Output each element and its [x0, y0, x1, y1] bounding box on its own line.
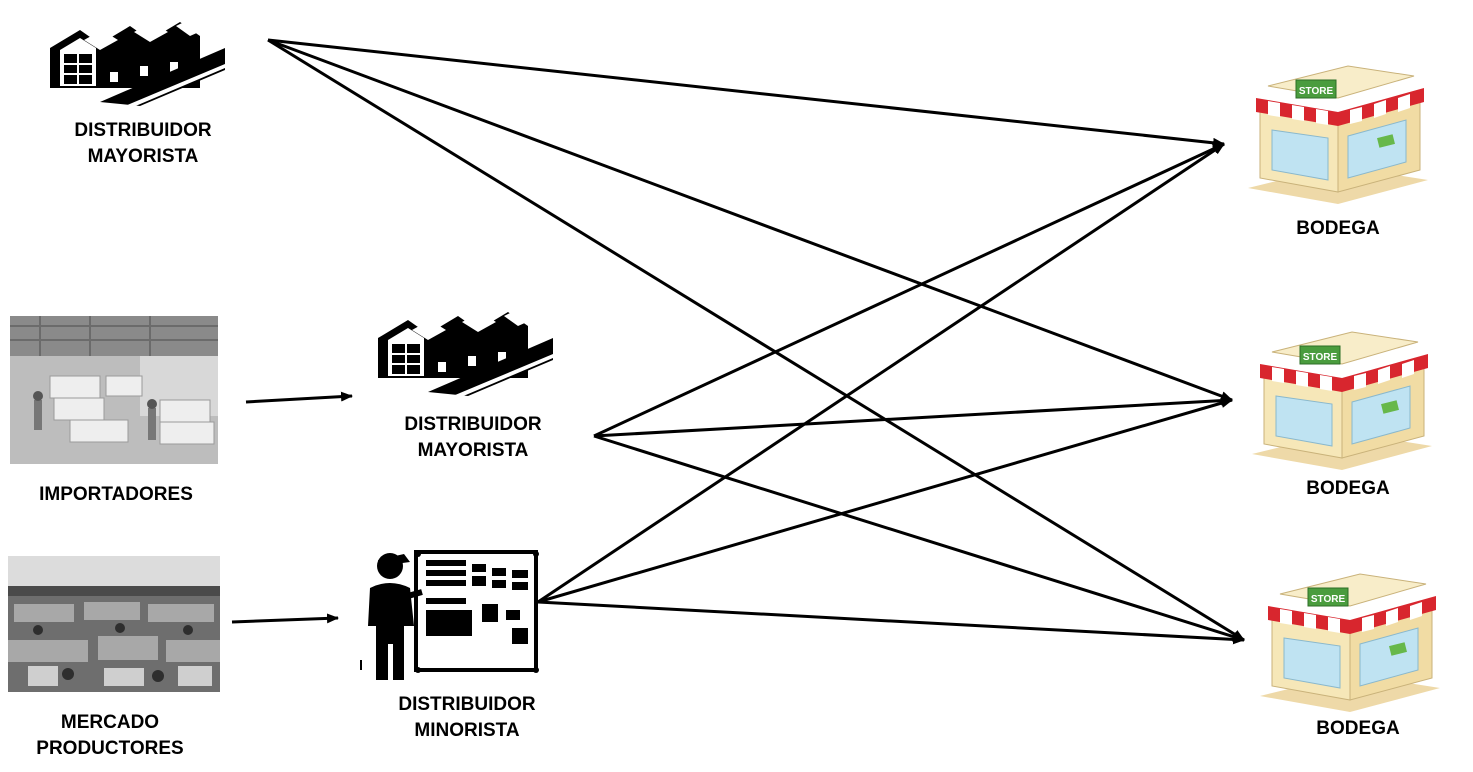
arrow-retailer-to-store-1	[537, 142, 1225, 604]
arrow-retailer-to-store-3	[537, 600, 1245, 645]
arrow-wholesaler-top-to-store-3	[267, 38, 1245, 642]
store-sign: STORE	[1311, 594, 1346, 605]
wholesaler-top-line1: DISTRIBUIDOR	[74, 120, 212, 141]
arrow-wholesaler-top-to-store-2	[267, 38, 1233, 402]
store-1-text: BODEGA	[1296, 218, 1380, 239]
store-sign: STORE	[1303, 352, 1338, 363]
producers-market-line2: PRODUCTORES	[36, 737, 184, 759]
store-3-label: BODEGA	[1298, 716, 1418, 742]
arrow-wholesaler-mid-to-store-1	[593, 142, 1225, 438]
wholesaler-top-line2: MAYORISTA	[87, 145, 199, 167]
arrow-wholesaler-mid-to-store-2	[593, 395, 1233, 438]
store-2-label: BODEGA	[1288, 476, 1408, 502]
market-photo	[8, 556, 220, 692]
producers-market-label: MERCADO PRODUCTORES	[10, 710, 210, 761]
store-3-text: BODEGA	[1316, 718, 1400, 739]
producers-market-line1: MERCADO	[60, 712, 160, 733]
retail-distributor-icon	[360, 550, 539, 680]
wholesaler-mid-label: DISTRIBUIDOR MAYORISTA	[388, 412, 558, 463]
retailer-label: DISTRIBUIDOR MINORISTA	[382, 692, 552, 743]
store-1-label: BODEGA	[1278, 216, 1398, 242]
store-icon: STORE	[1260, 573, 1440, 712]
arrow-importers-to-wholesaler-mid	[245, 391, 353, 404]
warehouse-icon	[50, 18, 225, 110]
arrow-retailer-to-store-2	[537, 398, 1233, 604]
warehouse-workers-photo	[10, 316, 218, 464]
wholesaler-mid-line2: MAYORISTA	[417, 439, 529, 461]
importers-text: IMPORTADORES	[39, 484, 193, 505]
retailer-line2: MINORISTA	[414, 719, 520, 741]
arrow-wholesaler-top-to-store-1	[267, 38, 1225, 148]
wholesaler-top-label: DISTRIBUIDOR MAYORISTA	[58, 118, 228, 169]
arrow-producers-market-to-retailer	[231, 613, 339, 624]
importers-label: IMPORTADORES	[0, 482, 232, 508]
store-icon: STORE	[1248, 65, 1428, 204]
retailer-line1: DISTRIBUIDOR	[398, 694, 536, 715]
wholesaler-mid-line1: DISTRIBUIDOR	[404, 414, 542, 435]
store-2-text: BODEGA	[1306, 478, 1390, 499]
warehouse-icon	[378, 308, 553, 400]
store-icon: STORE	[1252, 331, 1432, 470]
store-sign: STORE	[1299, 86, 1334, 97]
arrow-wholesaler-mid-to-store-3	[593, 434, 1245, 642]
